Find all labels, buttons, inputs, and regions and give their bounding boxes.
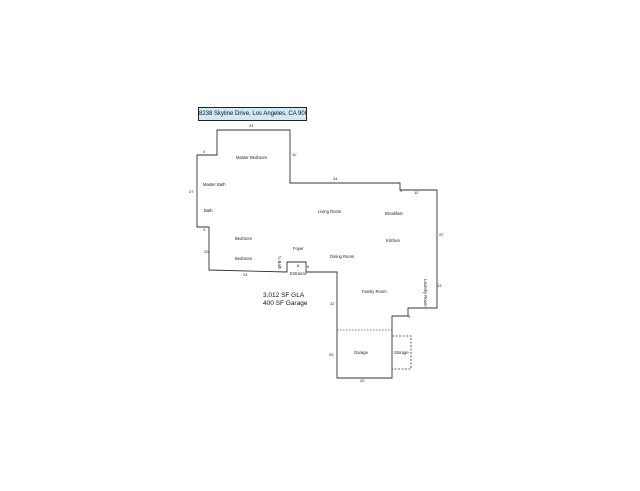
dim-left-notch: 4 xyxy=(203,149,206,154)
address-label: 8238 Skyline Drive, Los Angeles, CA 9004… xyxy=(198,107,307,121)
dim-entrance-6: 6 xyxy=(307,264,310,269)
room-bedroom-1: Bedroom xyxy=(235,236,253,241)
summary-garage: 400 SF Garage xyxy=(263,300,308,307)
dim-left-20: 20 xyxy=(204,249,209,254)
dim-bottom-left: 24 xyxy=(243,272,248,277)
dim-entrance-8: 8 xyxy=(297,263,300,268)
dim-9: 9 xyxy=(408,314,411,319)
room-dining-room: Dining Room xyxy=(330,254,355,259)
room-kitchen: Kitchen xyxy=(386,238,401,243)
summary-gla: 3,012 SF GLA xyxy=(263,292,305,299)
room-breakfast: Breakfast xyxy=(385,211,404,216)
dim-master-right: 11' xyxy=(292,152,297,157)
dim-left-4: 4 xyxy=(203,227,206,232)
dim-step: 4 xyxy=(400,188,403,193)
room-living-room: Living Room xyxy=(318,209,342,214)
room-laundry-room: Laundry Room xyxy=(423,279,428,307)
dim-right-top: 11' xyxy=(414,190,419,195)
room-bath: Bath xyxy=(204,208,213,213)
storage-outline xyxy=(392,335,412,370)
dim-left-27: 27 xyxy=(189,189,194,194)
room-bedroom-2: Bedroom xyxy=(235,256,253,261)
dim-garage-20: 20 xyxy=(329,352,334,357)
dim-mid-top: 34 xyxy=(333,176,338,181)
room-entrance: Entrance xyxy=(290,271,307,276)
dim-bottom-20: 20 xyxy=(360,378,365,383)
dim-inner-22: 22 xyxy=(330,301,335,306)
room-family-room: Family Room xyxy=(362,289,387,294)
room-half-bath: ½ Bath xyxy=(277,256,282,270)
room-master-bath: Master Bath xyxy=(203,182,226,187)
dim-right-22: 22 xyxy=(439,232,444,237)
room-garage: Garage xyxy=(354,350,369,355)
room-master-bedroom: Master Bedroom xyxy=(236,155,267,160)
house-outline xyxy=(196,129,438,379)
dim-top: 24 xyxy=(249,123,254,128)
dim-13: 13 xyxy=(437,283,442,288)
room-storage: Storage xyxy=(394,350,409,355)
room-foyer: Foyer xyxy=(293,246,304,251)
